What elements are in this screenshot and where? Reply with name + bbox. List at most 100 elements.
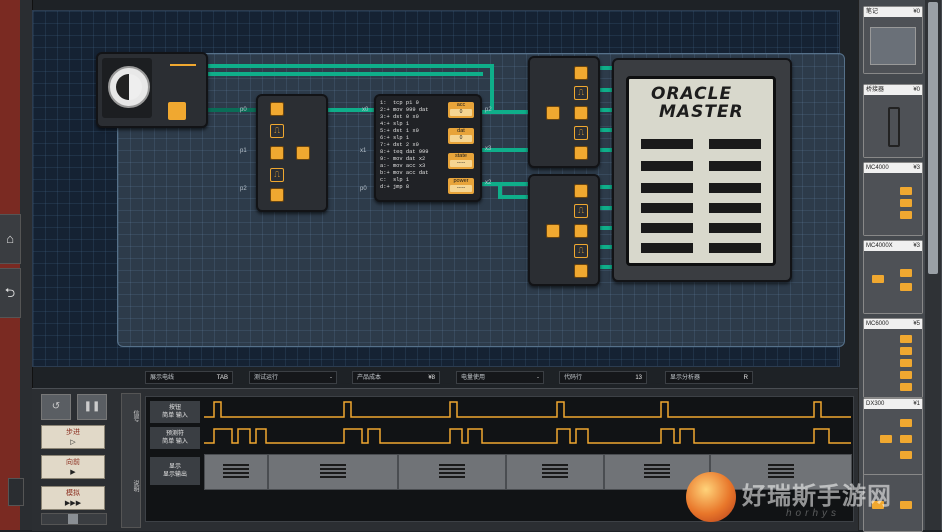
chip-icon (872, 501, 884, 509)
wire-trace (478, 148, 530, 152)
wire-trace (596, 265, 614, 269)
register-label: state (455, 153, 467, 159)
back-button[interactable]: ⮌ (0, 268, 21, 318)
junction-chip (296, 146, 310, 160)
scroll-thumb[interactable] (928, 2, 938, 274)
part-mc6000[interactable]: MC6000¥5 (863, 318, 923, 398)
status-label: 测试运行 (254, 375, 279, 381)
part-mc4000[interactable]: MC4000¥3 (863, 162, 923, 236)
status-label: 显示分析器 (670, 375, 701, 381)
signal-chip (270, 146, 284, 160)
tab-notes[interactable]: 说明 (132, 480, 138, 492)
pulse-icon: ⎍ (574, 86, 588, 100)
lcd-segment (709, 243, 761, 253)
lcd-segment (709, 161, 761, 171)
display-output-block (398, 454, 506, 490)
forward-button[interactable]: 向前▶ (41, 455, 105, 479)
wire-trace (203, 108, 257, 112)
step-button[interactable]: 步进▷ (41, 425, 105, 449)
home-button[interactable]: ⌂ (0, 214, 21, 264)
port-label-p1: p1 (240, 148, 247, 154)
button-input-module[interactable] (96, 52, 208, 128)
signal-chip (574, 146, 588, 160)
chip-icon (900, 211, 912, 219)
simulate-label: 模拟 (66, 490, 80, 497)
wave-subtitle: 显示输出 (162, 472, 187, 478)
port-label-x0: x0 (362, 107, 369, 113)
register-value: ----- (450, 160, 472, 167)
port-label-x1: x1 (360, 148, 367, 154)
note-icon (870, 27, 916, 65)
wave-title: 预测符 (165, 431, 184, 437)
signal-chip (574, 66, 588, 80)
part-name: DX300 (866, 401, 885, 407)
wire-trace (478, 110, 530, 114)
signal-tabs: 信号 说明 (121, 393, 141, 528)
wire-trace (596, 226, 614, 230)
simulate-button[interactable]: 模拟▶▶▶ (41, 486, 105, 510)
switch-line (170, 64, 196, 66)
tab-signal[interactable]: 信号 (132, 410, 138, 422)
wire-trace (596, 108, 614, 112)
pause-button[interactable]: ❚❚ (77, 394, 107, 420)
dx300-module-bottom[interactable]: ⎍ ⎍ (528, 174, 600, 286)
status-label: 产品成本 (357, 375, 382, 381)
status-test-run: 测试运行- (249, 371, 337, 384)
part-mc4000x[interactable]: MC4000X¥3 (863, 240, 923, 314)
speed-slider[interactable] (41, 513, 107, 525)
register-value: 0 (450, 135, 472, 142)
slider-thumb[interactable] (68, 514, 78, 524)
signal-chip (574, 224, 588, 238)
display-output-block (710, 454, 852, 490)
part-name: MC6000 (866, 321, 889, 327)
wire-trace (323, 108, 375, 112)
cpu-code-editor[interactable]: 1: tcp p1 0 2:+ mov 999 dat 3:+ dst 0 x0… (380, 100, 429, 190)
lcd-segment (709, 183, 761, 193)
part-bridge[interactable]: 桥接器¥0 (863, 84, 923, 158)
yin-yang-button-housing (102, 58, 152, 118)
wave-subtitle: 简单 输入 (162, 413, 188, 419)
pulse-icon: ⎍ (270, 168, 284, 182)
dx300-module-top[interactable]: ⎍ ⎍ (528, 56, 600, 168)
signal-chip (574, 106, 588, 120)
lcd-segment (709, 223, 761, 233)
parts-scrollbar[interactable] (925, 0, 941, 530)
yin-yang-chip-icon (168, 102, 186, 120)
cpu-module[interactable]: 1: tcp p1 0 2:+ mov 999 dat 3:+ dst 0 x0… (374, 94, 482, 202)
pulse-icon: ⎍ (574, 204, 588, 218)
status-value: TAB (216, 375, 228, 381)
part-cost: ¥1 (913, 401, 920, 407)
lcd-segment (709, 139, 761, 149)
reset-button[interactable]: ↺ (41, 394, 71, 420)
part-next[interactable] (863, 474, 923, 532)
mc4000-module-left[interactable]: ⎍ ⎍ (256, 94, 328, 212)
yin-yang-icon[interactable] (108, 66, 150, 108)
chip-icon (900, 501, 912, 509)
wire-trace (596, 245, 614, 249)
step-icon: ▷ (70, 439, 76, 446)
part-cost: ¥0 (913, 87, 920, 93)
signal-chip (270, 102, 284, 116)
status-power: 电量使用- (456, 371, 544, 384)
register-acc: acc 0 (448, 102, 474, 118)
display-output-block (268, 454, 398, 490)
chip-icon (900, 451, 912, 459)
oracle-title-line2: MASTER (659, 102, 744, 122)
wire-trace (478, 182, 530, 186)
watermark: 好瑞斯手游网 horhys (686, 470, 938, 528)
chip-icon (880, 435, 892, 443)
watermark-subtext: horhys (786, 508, 841, 519)
part-dx300[interactable]: DX300 ¥1 (863, 398, 923, 476)
wave-title: 按钮 (168, 405, 181, 411)
wire-trace (490, 64, 494, 114)
junction-chip (546, 106, 560, 120)
wire-trace (596, 185, 614, 189)
waveform-traces (204, 401, 851, 444)
chip-icon (900, 383, 912, 391)
part-note[interactable]: 笔记¥0 (863, 6, 923, 74)
wire-trace (596, 206, 614, 210)
